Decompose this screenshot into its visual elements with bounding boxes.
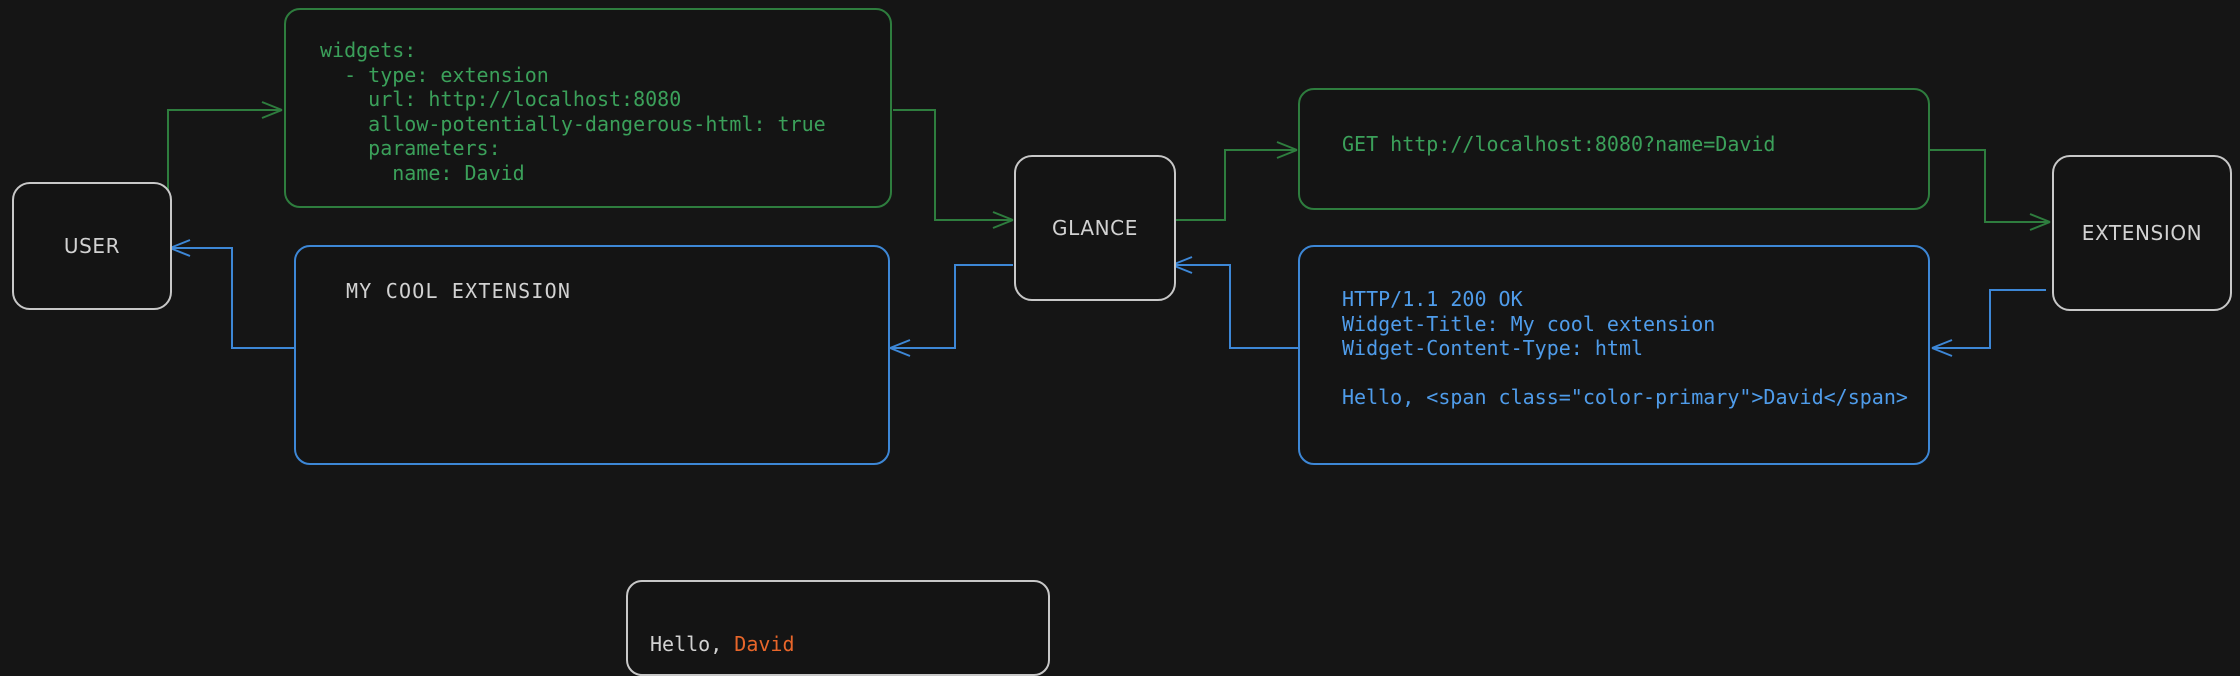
arrowhead-config bbox=[261, 101, 283, 119]
node-extension[interactable]: EXTENSION bbox=[2052, 155, 2232, 311]
arrowhead-widget bbox=[889, 339, 911, 357]
wire-user-to-config bbox=[167, 109, 282, 220]
arrowhead-request bbox=[1276, 141, 1298, 159]
widget-greeting-name: David bbox=[734, 632, 795, 656]
wire-widget-to-user bbox=[170, 247, 295, 349]
arrowhead-user-back bbox=[169, 239, 191, 257]
widget-greeting-prefix: Hello, bbox=[650, 632, 735, 656]
node-glance-label: GLANCE bbox=[1052, 216, 1138, 240]
response-card-text: HTTP/1.1 200 OK Widget-Title: My cool ex… bbox=[1342, 287, 1908, 409]
wire-request-to-extension bbox=[1929, 149, 2050, 223]
widget-inner-box: Hello, David bbox=[626, 580, 1050, 676]
node-glance[interactable]: GLANCE bbox=[1014, 155, 1176, 301]
wire-extension-to-response bbox=[1932, 289, 2046, 349]
wire-glance-to-widget bbox=[890, 264, 1013, 349]
arrowhead-glance-in bbox=[992, 211, 1014, 229]
config-card[interactable]: widgets: - type: extension url: http://l… bbox=[284, 8, 892, 208]
widget-card-title: MY COOL EXTENSION bbox=[346, 279, 572, 303]
config-card-text: widgets: - type: extension url: http://l… bbox=[320, 38, 826, 185]
request-card[interactable]: GET http://localhost:8080?name=David bbox=[1298, 88, 1930, 210]
arrowhead-response bbox=[1931, 339, 1953, 357]
arrowhead-extension bbox=[2029, 213, 2051, 231]
widget-card[interactable]: MY COOL EXTENSION Hello, David bbox=[294, 245, 1050, 676]
request-card-text: GET http://localhost:8080?name=David bbox=[1342, 132, 1776, 156]
diagram-canvas: USER GLANCE EXTENSION widgets: - type: e… bbox=[12, 8, 2232, 676]
node-user[interactable]: USER bbox=[12, 182, 172, 310]
wire-config-to-glance bbox=[893, 109, 1013, 221]
widget-greeting: Hello, David bbox=[650, 632, 1048, 656]
wire-glance-to-request bbox=[1172, 149, 1297, 221]
node-user-label: USER bbox=[63, 234, 121, 258]
node-extension-label: EXTENSION bbox=[2081, 221, 2203, 245]
wire-response-to-glance bbox=[1172, 264, 1298, 349]
response-card[interactable]: HTTP/1.1 200 OK Widget-Title: My cool ex… bbox=[1298, 245, 1930, 465]
